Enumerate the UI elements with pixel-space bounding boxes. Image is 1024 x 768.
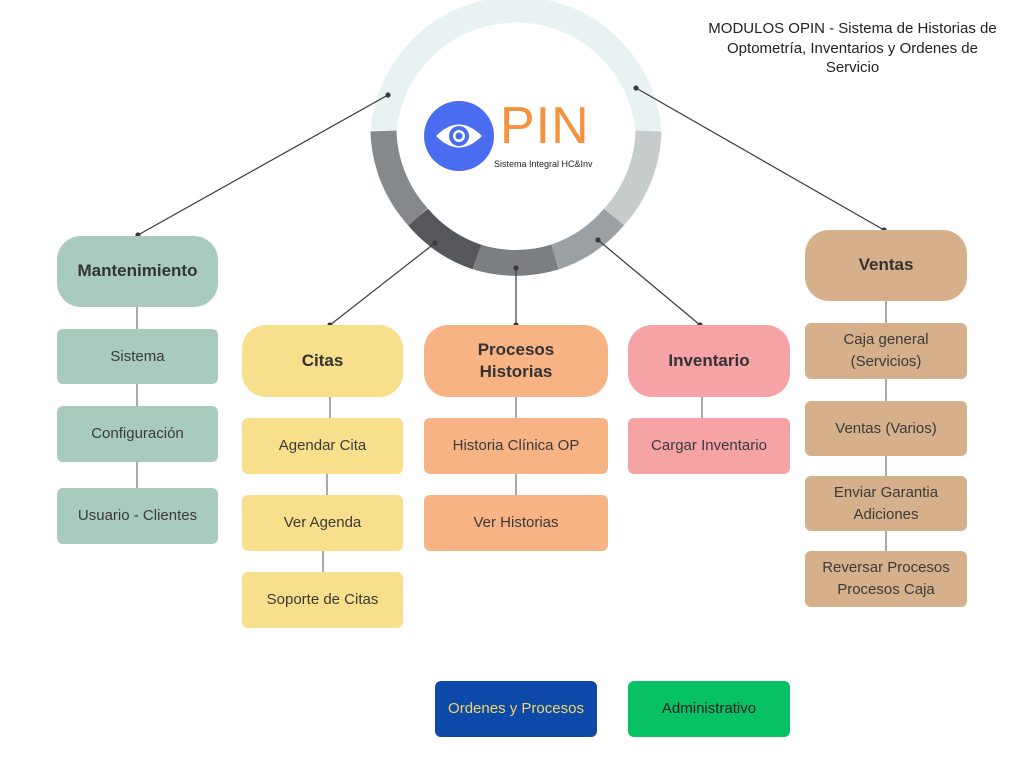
- module-mantenimiento[interactable]: Mantenimiento: [57, 236, 218, 307]
- procesos-item-historia-clinica[interactable]: Historia Clínica OP: [424, 418, 608, 474]
- mantenimiento-item-usuario-clientes[interactable]: Usuario - Clientes: [57, 488, 218, 544]
- mantenimiento-item-configuracion[interactable]: Configuración: [57, 406, 218, 462]
- logo-wordmark: PIN: [500, 97, 590, 155]
- hub-ring: [370, 0, 662, 276]
- diagram-title: MODULOS OPIN - Sistema de Historias de O…: [708, 20, 997, 76]
- ventas-item-caja-general[interactable]: Caja general (Servicios): [805, 323, 967, 379]
- module-citas[interactable]: Citas: [242, 325, 403, 397]
- ventas-item-ventas-varios[interactable]: Ventas (Varios): [805, 401, 967, 456]
- module-ventas[interactable]: Ventas: [805, 230, 967, 301]
- ventas-item-enviar-garantia[interactable]: Enviar Garantia Adiciones: [805, 476, 967, 531]
- column-connectors: [136, 301, 887, 572]
- citas-item-soporte-de-citas[interactable]: Soporte de Citas: [242, 572, 403, 628]
- citas-item-ver-agenda[interactable]: Ver Agenda: [242, 495, 403, 551]
- module-inventario[interactable]: Inventario: [628, 325, 790, 397]
- ordenes-y-procesos-button[interactable]: Ordenes y Procesos: [435, 681, 597, 737]
- citas-item-agendar-cita[interactable]: Agendar Cita: [242, 418, 403, 474]
- procesos-item-ver-historias[interactable]: Ver Historias: [424, 495, 608, 551]
- mantenimiento-item-sistema[interactable]: Sistema: [57, 329, 218, 384]
- administrativo-button[interactable]: Administrativo: [628, 681, 790, 737]
- logo-subtitle: Sistema Integral HC&Inv: [494, 159, 593, 169]
- inventario-item-cargar-inventario[interactable]: Cargar Inventario: [628, 418, 790, 474]
- eye-icon: [424, 101, 494, 171]
- ventas-item-reversar-procesos[interactable]: Reversar Procesos Procesos Caja: [805, 551, 967, 607]
- module-procesos-historias[interactable]: Procesos Historias: [424, 325, 608, 397]
- hub-connectors: [135, 85, 887, 328]
